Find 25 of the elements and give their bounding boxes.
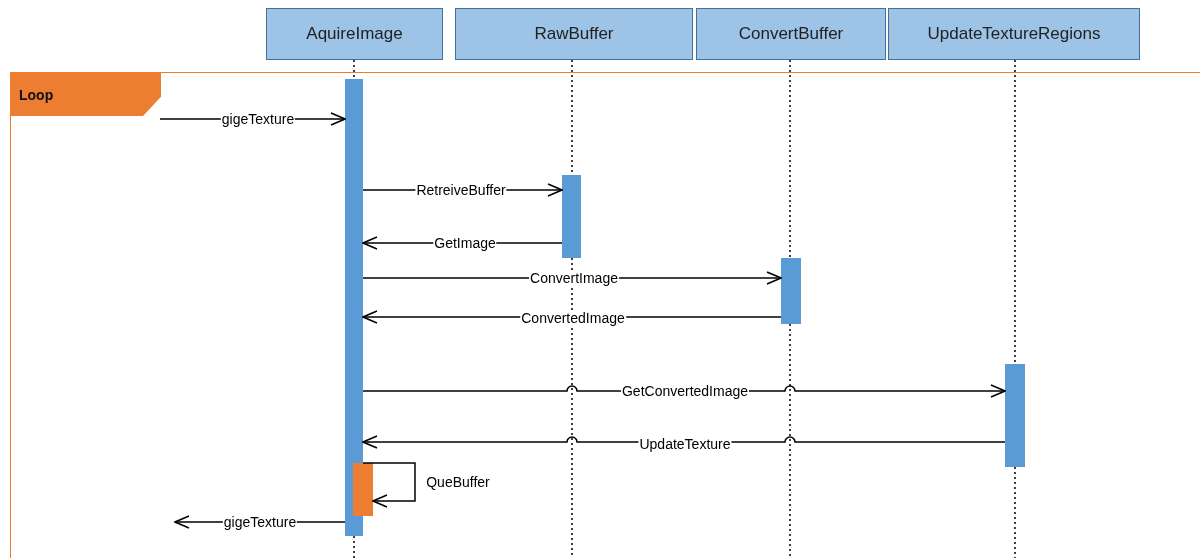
message-arrow [362,462,416,508]
edge-label: GetImage [433,235,497,251]
edge-label: QueBuffer [425,474,491,490]
lifeline-head: UpdateTextureRegions [888,8,1140,60]
edge-label: GetConvertedImage [620,383,750,399]
edge-label: gigeTexture [222,514,298,530]
edge-label: ConvertedImage [520,310,626,326]
loop-label: Loop [11,73,161,116]
lifeline [353,535,355,559]
lifeline [1014,466,1016,559]
edge-label: UpdateTexture [638,436,732,452]
edge-label: RetreiveBuffer [415,182,507,198]
edge-label: ConvertImage [529,270,619,286]
activation-bar [1004,363,1025,467]
lifeline [789,59,791,259]
lifeline-head: ConvertBuffer [696,8,886,60]
lifeline-head: AquireImage [266,8,443,60]
activation-bar [780,257,801,324]
lifeline-head: RawBuffer [455,8,693,60]
activation-bar [344,78,363,536]
activation-bar [561,174,581,258]
edge-label: gigeTexture [220,111,296,127]
lifeline [353,59,355,80]
lifeline [789,323,791,559]
lifeline [1014,59,1016,365]
